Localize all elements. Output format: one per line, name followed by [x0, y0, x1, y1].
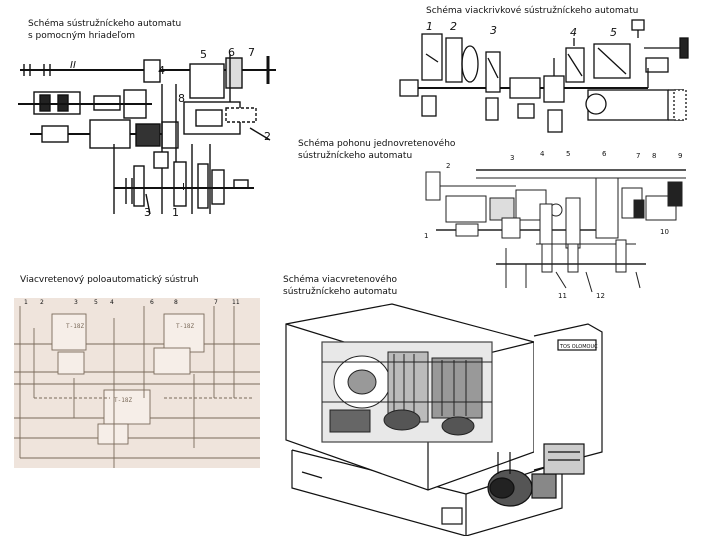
d3-label-12: 12	[596, 292, 605, 298]
d3-label-5: 5	[566, 150, 570, 158]
d3-label-7: 7	[636, 152, 640, 160]
d1-label-4: 4	[158, 64, 165, 77]
d4-label-3: 3	[74, 299, 78, 306]
diagram-pohon-jednovretenoveho: 1 2 3 4 5 6 7 8 9 10 11 12	[416, 148, 690, 298]
d1-label-7: 7	[248, 46, 255, 59]
d2-label-4: 4	[570, 26, 577, 39]
d3-label-11: 11	[558, 292, 567, 298]
d2-label-1: 1	[426, 20, 433, 33]
caption-viacvretenovy-1: Schéma viacvretenového	[283, 275, 398, 285]
caption-pohon-1: Schéma pohonu jednovretenového	[298, 139, 456, 149]
d2-label-3: 3	[490, 24, 497, 37]
d3-label-9: 9	[678, 152, 682, 160]
d2-label-5: 5	[610, 26, 617, 39]
d4-label-8: 8	[174, 299, 178, 306]
d4-label-4: 4	[110, 299, 114, 306]
d1-label-8: 8	[178, 92, 185, 105]
svg-text:T-18Z: T-18Z	[176, 323, 194, 330]
diagram-viacvretenovy-automat: TOS OLOMOUC	[282, 302, 608, 536]
d3-label-6: 6	[602, 150, 607, 158]
d1-label-5: 5	[200, 48, 207, 61]
d4-label-7: 7	[214, 299, 218, 306]
d3-label-1: 1	[424, 232, 428, 240]
d1-label-3: 3	[144, 206, 151, 219]
d3-label-10: 10	[660, 228, 669, 236]
d2-label-2: 2	[450, 20, 457, 33]
caption-sustr-pomocny-2: s pomocným hriadeľom	[28, 31, 135, 41]
svg-text:T-18Z: T-18Z	[66, 323, 84, 330]
d3-label-3: 3	[510, 154, 514, 162]
diagram-viacvretenovy-poloautomat: T-18Z T-18Z T-18Z 1 2 3 5 4 6 8 7 11	[14, 298, 260, 468]
caption-viackrivkovy: Schéma viackrivkové sústružníckeho autom…	[426, 6, 639, 16]
d3-label-4: 4	[540, 150, 545, 158]
d4-label-5: 5	[94, 299, 98, 306]
d1-label-6: 6	[228, 46, 235, 59]
caption-pohon-2: sústružníckeho automatu	[298, 151, 413, 161]
d4-label-6: 6	[150, 299, 154, 306]
caption-sustr-pomocny-1: Schéma sústružníckeho automatu	[28, 19, 182, 29]
caption-poloautomat: Viacvretenový poloautomatický sústruh	[20, 275, 199, 285]
caption-viacvretenovy-2: sústružníckeho automatu	[283, 287, 398, 297]
d4-label-11: 11	[232, 299, 240, 306]
d3-label-2: 2	[446, 162, 450, 170]
d1-label-roman-2: II	[70, 60, 76, 71]
d1-label-roman-1: I	[182, 182, 185, 193]
d1-label-1: 1	[172, 206, 179, 219]
d4-label-1: 1	[24, 299, 28, 306]
svg-text:T-18Z: T-18Z	[114, 397, 132, 404]
d1-label-2: 2	[264, 130, 271, 143]
d4-label-2: 2	[40, 299, 44, 306]
d5-plate: TOS OLOMOUC	[559, 344, 598, 350]
diagram-sustr-pomocny-hriadel: 4 5 6 7 8 2 3 1 I II	[14, 44, 284, 224]
d3-label-8: 8	[652, 152, 656, 160]
diagram-viackrivkovy-automat: 1 2 3 4 5	[398, 18, 690, 140]
